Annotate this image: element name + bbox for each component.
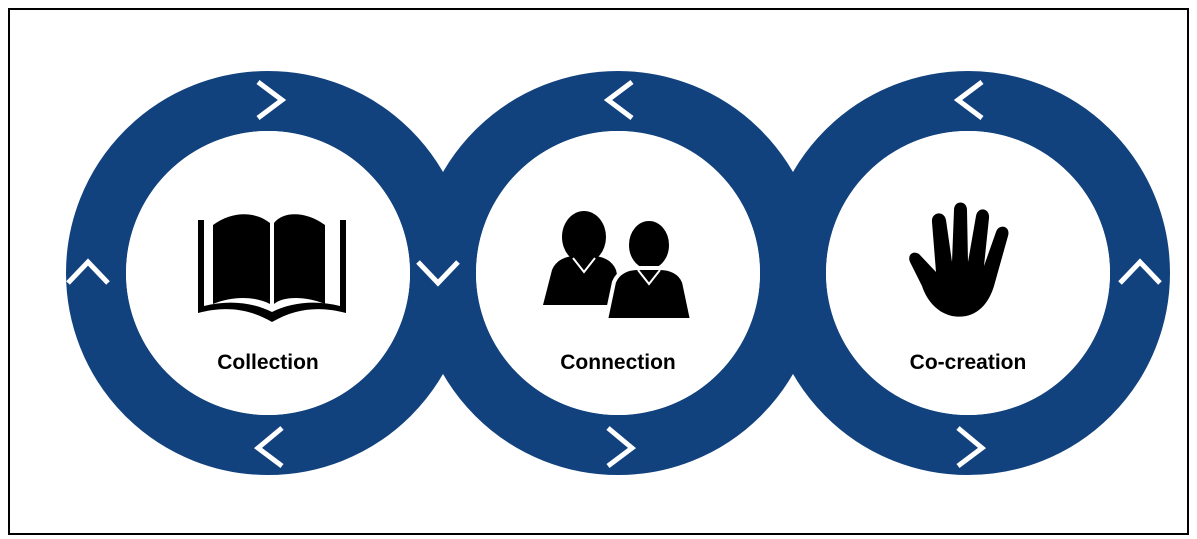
ring-arrow-left [66,258,110,285]
label-co-creation: Co-creation [910,351,1027,374]
open-book-icon [198,214,346,322]
ring-co-creation [766,71,1170,475]
stage-collection: Collection [66,71,470,475]
hand-icon [909,202,1009,317]
ring-arrow-bottom [606,426,637,468]
ring-arrow-bottom [253,426,284,468]
ring-arrow-top [256,80,287,120]
ring-arrow-top [953,80,984,120]
ring-arrow-left [416,260,460,287]
ring-arrow-top [603,80,634,120]
stage-co-creation: Co-creation [766,71,1170,475]
ring-arrow-right [1118,258,1162,285]
label-connection: Connection [560,351,676,374]
label-collection: Collection [217,351,319,374]
people-icon [543,211,695,322]
ring-arrow-bottom [956,426,987,468]
stage-connection: Connection [416,71,820,475]
